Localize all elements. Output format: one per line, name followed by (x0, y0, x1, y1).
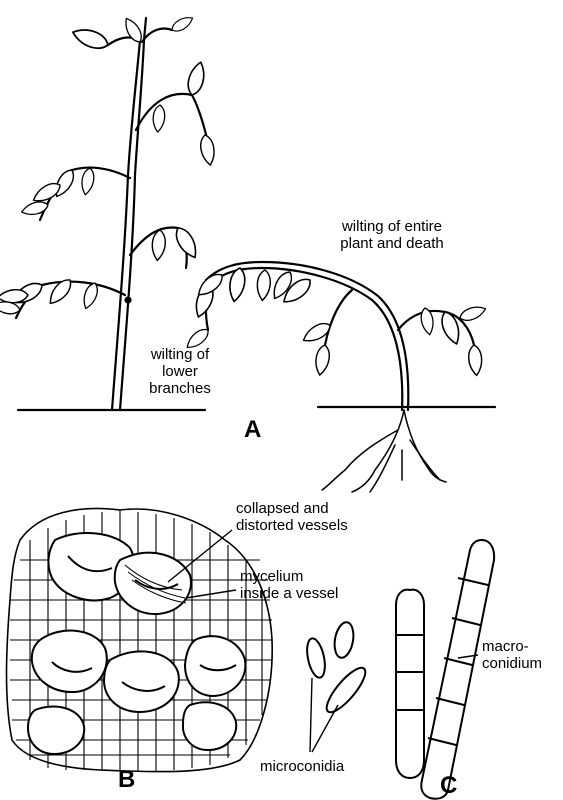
microconidium (321, 663, 371, 717)
microconidia-group (304, 621, 371, 718)
macroconidium-short (396, 590, 424, 778)
label-microconidia: microconidia (260, 758, 344, 775)
panel-letter-a: A (244, 416, 261, 444)
leader-microconidia-2 (312, 705, 338, 752)
label-collapsed-vessels: collapsed and distorted vessels (236, 500, 406, 534)
panel-letter-b: B (118, 766, 135, 794)
label-lower-wilt: wilting of lower branches (140, 346, 220, 397)
panel-letter-c: C (440, 772, 457, 800)
label-macroconidium: macro- conidium (482, 638, 562, 672)
leader-microconidia-1 (310, 678, 312, 752)
vascular-cross-section (7, 509, 273, 772)
plant-entire-wilt (183, 262, 495, 492)
roots (322, 410, 446, 492)
main-stem-left (112, 40, 140, 410)
label-entire-wilt: wilting of entire plant and death (312, 218, 472, 252)
label-mycelium: mycelium inside a vessel (240, 568, 380, 602)
microconidium (304, 637, 328, 679)
microconidium (332, 621, 356, 660)
